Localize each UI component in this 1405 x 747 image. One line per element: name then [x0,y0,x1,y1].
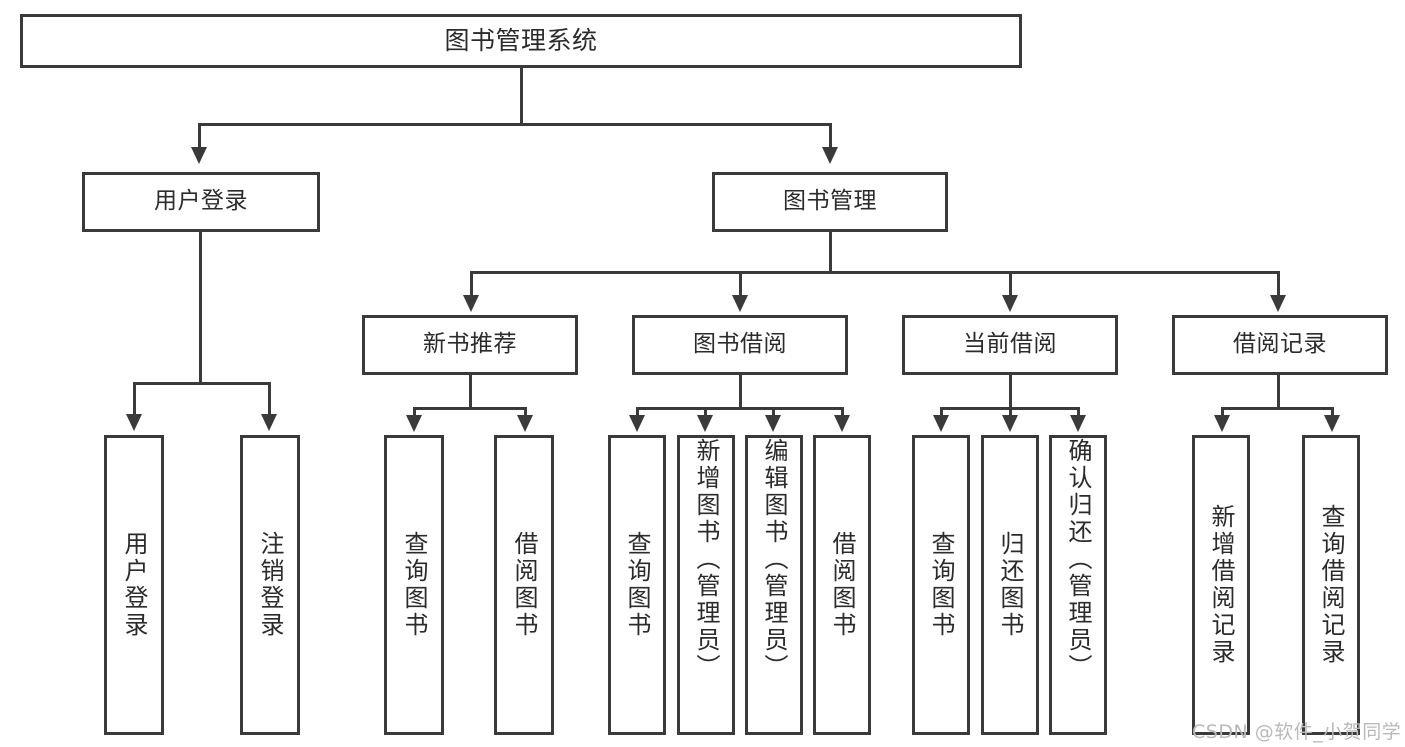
arrow-to-leaf-return-book [1002,415,1018,432]
node-label: 注销登录 [256,531,284,639]
leaf-add-book[interactable]: 新增图书（管理员） [677,435,735,735]
node-label: 查询图书 [623,531,651,639]
arrow-to-book-management [822,147,838,164]
arrow-to-book-borrow [732,295,748,312]
connector-currentborrow-drop-3 [1077,407,1080,419]
leaf-user-login[interactable]: 用户登录 [104,435,164,735]
arrow-to-leaf-borrow-book-2 [834,415,850,432]
connector-borrowrecord-drop-2 [1331,407,1334,419]
node-label: 编辑图书（管理员） [760,438,788,681]
node-new-book-recommend[interactable]: 新书推荐 [362,315,578,375]
connector-bookmgmt-drop-1 [470,271,473,298]
arrow-to-leaf-query-record [1324,415,1340,432]
arrow-to-leaf-query-book-2 [629,415,645,432]
node-book-borrow[interactable]: 图书借阅 [632,315,848,375]
arrow-to-leaf-user-login [126,414,142,431]
node-user-login[interactable]: 用户登录 [82,172,320,232]
connector-root-drop-1 [198,123,201,151]
leaf-edit-book[interactable]: 编辑图书（管理员） [745,435,803,735]
connector-currentborrow-stem [1009,375,1012,407]
connector-bookborrow-drop-2 [704,407,707,419]
node-label: 查询图书 [927,531,955,639]
leaf-borrow-book-2[interactable]: 借阅图书 [813,435,871,735]
arrow-to-new-book-recommend [463,295,479,312]
connector-bookmgmt-drop-4 [1277,271,1280,298]
leaf-query-book-3[interactable]: 查询图书 [912,435,970,735]
node-label: 图书借阅 [693,331,787,358]
connector-borrowrecord-stem [1277,375,1280,407]
connector-bookborrow-stem [739,375,742,407]
node-label: 用户登录 [120,531,148,639]
node-root-system[interactable]: 图书管理系统 [20,14,1022,68]
node-borrow-record[interactable]: 借阅记录 [1172,315,1388,375]
connector-bookmgmt-drop-3 [1009,271,1012,298]
node-label: 归还图书 [996,531,1024,639]
connector-root-bus [198,123,832,126]
arrow-to-leaf-borrow-book-1 [517,415,533,432]
connector-bookmgmt-stem [829,232,832,271]
connector-bookmgmt-bus [470,271,1280,274]
node-label: 借阅记录 [1233,331,1327,358]
arrow-to-leaf-edit-book [765,415,781,432]
node-label: 确认归还（管理员） [1064,438,1092,681]
node-label: 当前借阅 [963,331,1057,358]
node-book-management[interactable]: 图书管理 [712,172,948,232]
connector-bookborrow-drop-1 [636,407,639,419]
leaf-query-record[interactable]: 查询借阅记录 [1302,435,1360,735]
arrow-to-leaf-confirm-return [1070,415,1086,432]
node-label: 新增借阅记录 [1207,504,1235,666]
connector-userlogin-drop-2 [268,382,271,417]
node-label: 用户登录 [154,188,248,215]
arrow-to-leaf-add-record [1214,415,1230,432]
node-label: 借阅图书 [510,531,538,639]
node-label: 新增图书（管理员） [692,438,720,681]
arrow-to-leaf-logout-login [261,414,277,431]
connector-userlogin-drop-1 [133,382,136,417]
connector-currentborrow-drop-1 [940,407,943,419]
node-label: 图书管理系统 [444,26,598,55]
connector-userlogin-stem [199,232,202,382]
leaf-return-book[interactable]: 归还图书 [981,435,1039,735]
arrow-to-current-borrow [1002,295,1018,312]
arrow-to-leaf-query-book-1 [406,415,422,432]
arrow-to-leaf-query-book-3 [933,415,949,432]
connector-root-stem [520,68,523,123]
node-label: 查询图书 [400,531,428,639]
connector-newbook-stem [469,375,472,407]
node-label: 借阅图书 [828,531,856,639]
connector-bookborrow-bus [636,407,841,410]
node-current-borrow[interactable]: 当前借阅 [902,315,1118,375]
node-label: 查询借阅记录 [1317,504,1345,666]
connector-userlogin-bus [133,382,268,385]
connector-bookborrow-drop-3 [772,407,775,419]
arrow-to-leaf-add-book [697,415,713,432]
leaf-query-book-2[interactable]: 查询图书 [608,435,666,735]
connector-currentborrow-drop-2 [1009,407,1012,419]
connector-root-drop-2 [829,123,832,151]
leaf-query-book-1[interactable]: 查询图书 [384,435,444,735]
connector-bookmgmt-drop-2 [739,271,742,298]
csdn-watermark: CSDN @软件_小贺同学 [1192,721,1402,743]
leaf-add-record[interactable]: 新增借阅记录 [1192,435,1250,735]
arrow-to-borrow-record [1270,295,1286,312]
arrow-to-user-login [191,147,207,164]
leaf-logout-login[interactable]: 注销登录 [240,435,300,735]
node-label: 新书推荐 [423,331,517,358]
connector-borrowrecord-drop-1 [1221,407,1224,419]
leaf-borrow-book-1[interactable]: 借阅图书 [494,435,554,735]
connector-newbook-bus [413,407,527,410]
connector-newbook-drop-1 [413,407,416,419]
connector-newbook-drop-2 [524,407,527,419]
leaf-confirm-return[interactable]: 确认归还（管理员） [1049,435,1107,735]
connector-borrowrecord-bus [1221,407,1334,410]
connector-bookborrow-drop-4 [841,407,844,419]
node-label: 图书管理 [783,188,877,215]
